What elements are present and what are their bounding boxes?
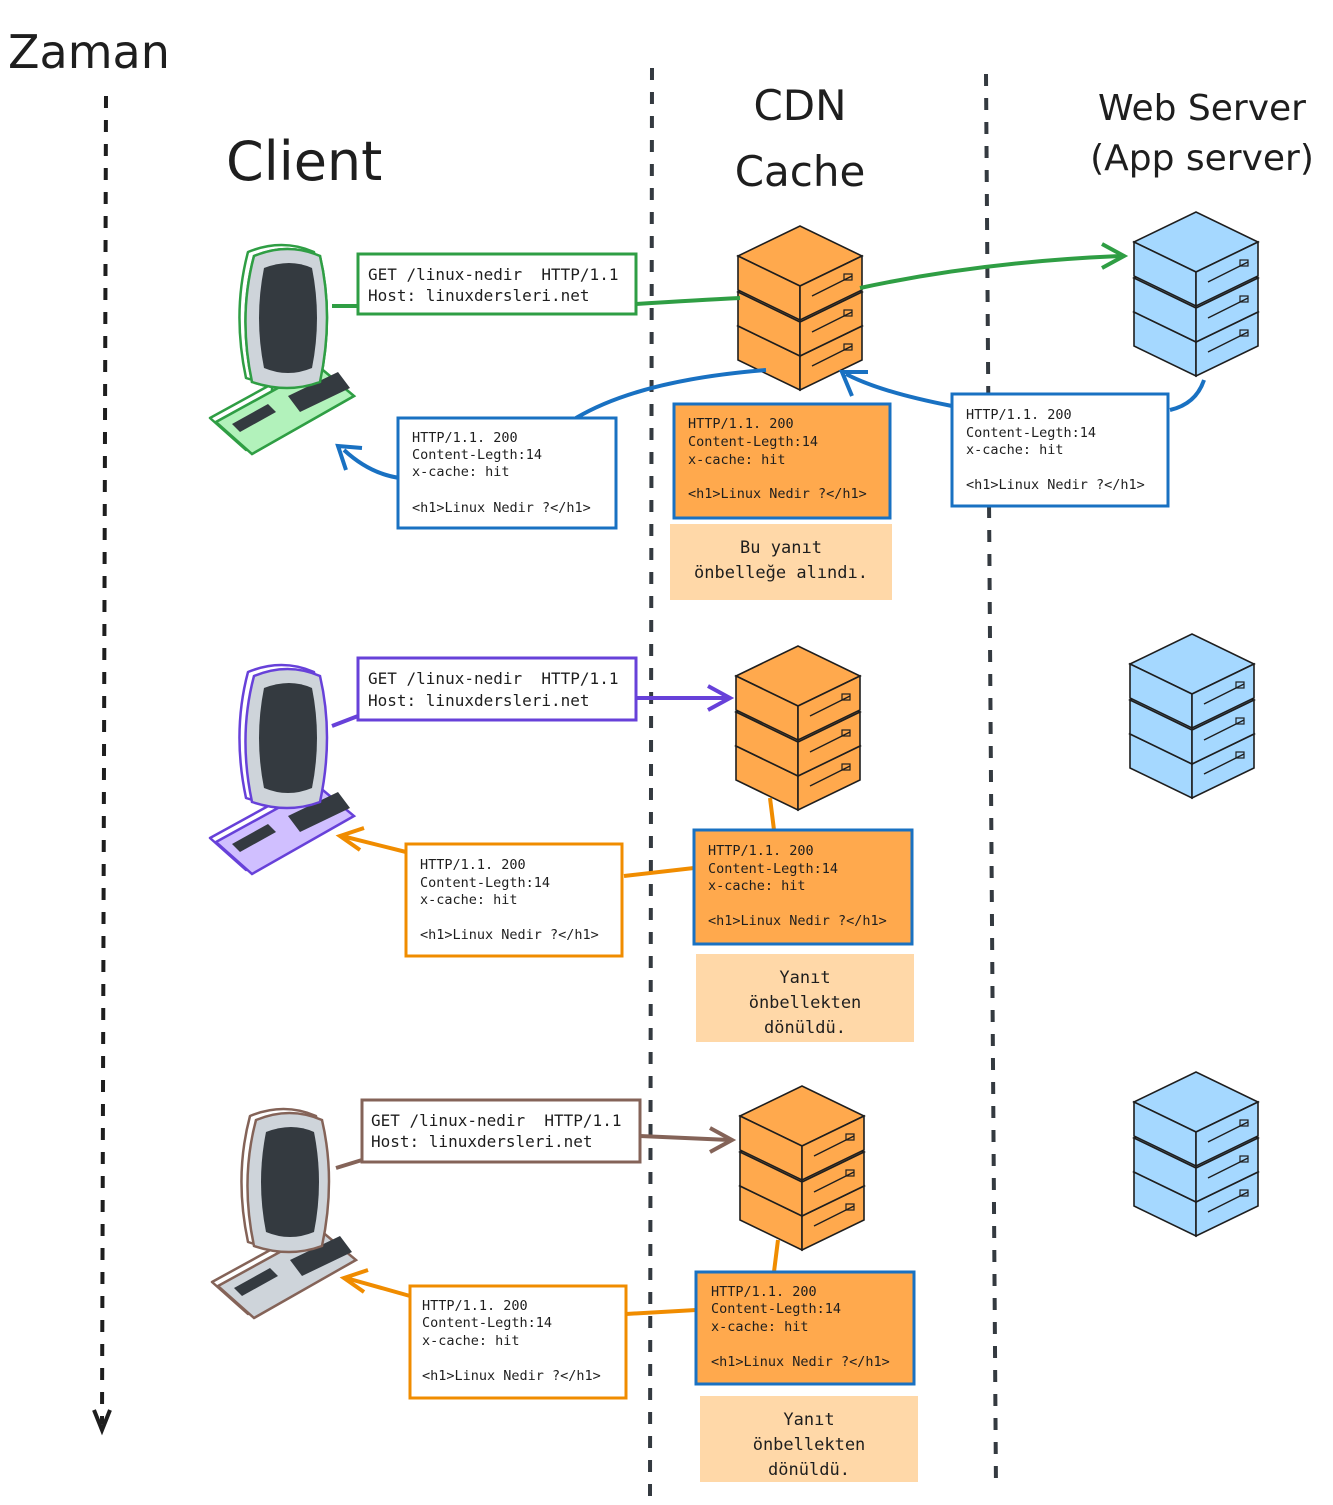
web-server-heading-line1: Web Server (1098, 88, 1306, 129)
request-line: GET /linux-nedir HTTP/1.1 (368, 669, 618, 688)
web-server-icon (1129, 633, 1255, 799)
lane-separator-client-cdn (648, 67, 654, 1499)
response-cache-header: x-cache: hit (708, 878, 806, 894)
cached-note: Bu yanıt önbelleğe alındı. (670, 524, 892, 600)
response-cache-header: x-cache: hit (412, 464, 510, 480)
response-status: HTTP/1.1. 200 (711, 1284, 817, 1300)
response-arrow-web-to-cdn (845, 372, 1206, 412)
web-response-box-row1: HTTP/1.1. 200 Content-Legth:14 x-cache: … (950, 392, 1170, 508)
response-content-length: Content-Legth:14 (711, 1301, 841, 1317)
response-body: <h1>Linux Nedir ?</h1> (711, 1354, 890, 1370)
request-box-row1: GET /linux-nedir HTTP/1.1 Host: linuxder… (356, 252, 638, 316)
response-body: <h1>Linux Nedir ?</h1> (966, 477, 1145, 493)
web-server-icon (1133, 1071, 1259, 1237)
cdn-response-box-row1: HTTP/1.1. 200 Content-Legth:14 x-cache: … (672, 402, 892, 520)
cdn-response-box-row2: HTTP/1.1. 200 Content-Legth:14 x-cache: … (692, 828, 914, 946)
response-arrowhead-client (339, 1268, 369, 1294)
request-line: GET /linux-nedir HTTP/1.1 (371, 1111, 621, 1130)
response-status: HTTP/1.1. 200 (708, 843, 814, 859)
response-body: <h1>Linux Nedir ?</h1> (412, 500, 591, 516)
response-body: <h1>Linux Nedir ?</h1> (420, 927, 599, 943)
response-cache-header: x-cache: hit (420, 892, 518, 908)
response-content-length: Content-Legth:14 (966, 425, 1096, 441)
response-content-length: Content-Legth:14 (422, 1315, 552, 1331)
client-computer-icon (210, 1107, 359, 1320)
response-arrow-cdn-down (772, 1239, 780, 1273)
response-content-length: Content-Legth:14 (420, 875, 550, 891)
client-heading: Client (226, 130, 382, 193)
cdn-response-box-row3: HTTP/1.1. 200 Content-Legth:14 x-cache: … (694, 1270, 916, 1386)
response-cache-header: x-cache: hit (966, 442, 1064, 458)
response-body: <h1>Linux Nedir ?</h1> (688, 486, 867, 502)
request-arrow-client-to-cdn (332, 296, 741, 308)
request-host: Host: linuxdersleri.net (371, 1132, 593, 1151)
request-host: Host: linuxdersleri.net (368, 691, 590, 710)
cdn-server-icon (735, 645, 861, 811)
cdn-heading-line1: CDN (753, 81, 846, 130)
request-arrow-cdn-to-web (859, 254, 1121, 290)
response-arrow-cdn-to-client (342, 368, 767, 480)
client-response-box-row2: HTTP/1.1. 200 Content-Legth:14 x-cache: … (404, 842, 624, 958)
response-cache-header: x-cache: hit (688, 452, 786, 468)
response-arrowhead-cdn (839, 370, 868, 397)
request-box-row2: GET /linux-nedir HTTP/1.1 Host: linuxder… (356, 656, 638, 722)
client-computer-icon (208, 663, 357, 876)
response-status: HTTP/1.1. 200 (420, 857, 526, 873)
response-status: HTTP/1.1. 200 (688, 416, 794, 432)
response-body: <h1>Linux Nedir ?</h1> (708, 913, 887, 929)
response-arrow-cdn-to-client (341, 834, 695, 878)
response-status: HTTP/1.1. 200 (966, 407, 1072, 423)
client-response-box-row1: HTTP/1.1. 200 Content-Legth:14 x-cache: … (396, 416, 618, 530)
cdn-server-icon (739, 1085, 865, 1251)
request-line: GET /linux-nedir HTTP/1.1 (368, 265, 618, 284)
lane-separator-cdn-web (984, 73, 998, 1491)
request-arrowhead (1101, 242, 1129, 270)
web-server-icon (1133, 211, 1259, 377)
response-cache-header: x-cache: hit (711, 1319, 809, 1335)
request-arrowhead (707, 684, 735, 712)
web-server-heading-line2: (App server) (1090, 138, 1314, 179)
response-status: HTTP/1.1. 200 (412, 430, 518, 446)
client-response-box-row3: HTTP/1.1. 200 Content-Legth:14 x-cache: … (408, 1284, 628, 1400)
response-arrow-cdn-to-client (345, 1276, 697, 1316)
request-arrowhead (709, 1126, 737, 1154)
request-box-row3: GET /linux-nedir HTTP/1.1 Host: linuxder… (360, 1098, 642, 1164)
request-arrow-client-to-cdn (331, 696, 728, 728)
response-content-length: Content-Legth:14 (412, 447, 542, 463)
request-arrow-client-to-cdn (335, 1134, 731, 1170)
time-axis-label: Zaman (8, 25, 170, 79)
response-status: HTTP/1.1. 200 (422, 1298, 528, 1314)
time-axis-line (100, 95, 108, 1425)
request-host: Host: linuxdersleri.net (368, 286, 590, 305)
client-computer-icon (208, 243, 357, 456)
response-body: <h1>Linux Nedir ?</h1> (422, 1368, 601, 1384)
response-content-length: Content-Legth:14 (708, 861, 838, 877)
time-axis-arrowhead (92, 1409, 112, 1436)
served-from-cache-note: Yanıt önbellekten dönüldü. (700, 1396, 918, 1482)
cdn-server-icon (737, 225, 863, 391)
response-arrow-cdn-down (768, 797, 776, 831)
cdn-heading-line2: Cache (735, 147, 866, 196)
response-content-length: Content-Legth:14 (688, 434, 818, 450)
response-arrowhead-client (335, 826, 365, 852)
response-arrowhead-client (335, 443, 363, 471)
served-from-cache-note: Yanıt önbellekten dönüldü. (696, 954, 914, 1042)
response-cache-header: x-cache: hit (422, 1333, 520, 1349)
